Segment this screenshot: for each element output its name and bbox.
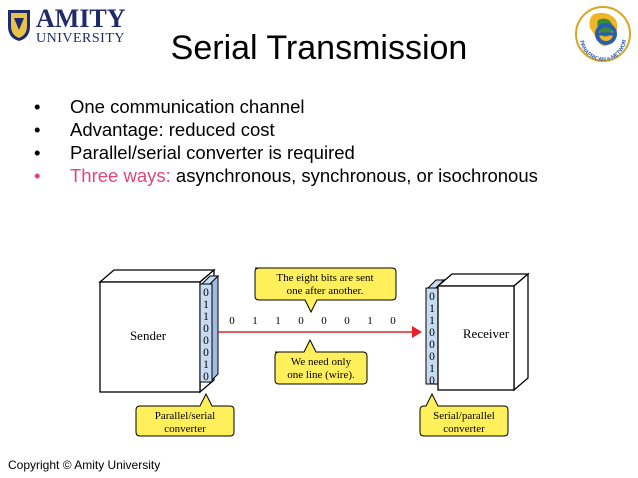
bullet-item: One communication channel xyxy=(34,96,554,118)
converter-bit: 0 xyxy=(203,335,209,347)
page-title: Serial Transmission xyxy=(170,29,468,67)
callout-bottom: We need only one line (wire). xyxy=(274,338,368,385)
svg-text:Parallel/serial: Parallel/serial xyxy=(155,410,215,422)
converter-bit: 1 xyxy=(429,363,435,375)
left-converter-label: Parallel/serial converter xyxy=(135,392,235,437)
right-converter-label: Serial/parallel converter xyxy=(419,392,509,437)
converter-bit: 0 xyxy=(429,351,435,363)
receiver-device: Receiver xyxy=(436,272,530,392)
receiver-label: Receiver xyxy=(463,326,510,341)
transmission-line: 0 1 1 0 0 0 1 0 xyxy=(218,315,422,338)
bullet-list: One communication channel Advantage: red… xyxy=(34,96,554,188)
copyright-footer: Copyright © Amity University xyxy=(8,458,161,472)
sender-device: Sender xyxy=(98,268,216,394)
line-bit: 0 xyxy=(344,315,350,327)
logo-word: AMITY xyxy=(36,4,126,33)
amity-logo: AMITY UNIVERSITY xyxy=(6,4,138,48)
line-bit: 0 xyxy=(390,315,396,327)
converter-bit: 0 xyxy=(429,339,435,351)
svg-text:The eight bits are sent: The eight bits are sent xyxy=(276,272,373,284)
svg-text:converter: converter xyxy=(164,423,206,435)
converter-bit: 0 xyxy=(203,371,209,383)
converter-bit: 1 xyxy=(203,359,209,371)
line-bit: 1 xyxy=(367,315,373,327)
amity-crest-icon xyxy=(8,10,30,41)
bullet-highlight: Three ways: xyxy=(70,165,171,186)
svg-text:Serial/parallel: Serial/parallel xyxy=(433,410,495,422)
converter-bit: 0 xyxy=(429,375,435,387)
bullet-item: Advantage: reduced cost xyxy=(34,119,554,141)
bullet-item: Three ways: asynchronous, synchronous, o… xyxy=(34,165,554,187)
line-bit: 0 xyxy=(298,315,304,327)
sender-label: Sender xyxy=(130,328,167,343)
converter-bit: 0 xyxy=(429,327,435,339)
left-converter: 0 1 1 0 0 0 1 0 xyxy=(199,274,220,384)
callout-top: The eight bits are sent one after anothe… xyxy=(254,267,397,314)
converter-bit: 1 xyxy=(203,311,209,323)
converter-bit: 1 xyxy=(203,299,209,311)
line-bit: 1 xyxy=(252,315,258,327)
converter-bit: 1 xyxy=(429,315,435,327)
line-bit: 1 xyxy=(275,315,281,327)
svg-text:one after another.: one after another. xyxy=(287,285,364,297)
bullet-item: Parallel/serial converter is required xyxy=(34,142,554,164)
converter-bit: 0 xyxy=(203,323,209,335)
logo-sub: UNIVERSITY xyxy=(36,31,125,46)
line-bit: 0 xyxy=(229,315,235,327)
panafrican-emblem-icon: PANAFRICAN e-NETWORK xyxy=(572,4,631,63)
svg-text:converter: converter xyxy=(443,423,485,435)
converter-bit: 0 xyxy=(429,291,435,303)
converter-bit: 0 xyxy=(203,287,209,299)
svg-text:We need only: We need only xyxy=(291,356,352,368)
svg-text:one line (wire).: one line (wire). xyxy=(287,369,355,381)
converter-bit: 1 xyxy=(429,303,435,315)
line-bit: 0 xyxy=(321,315,327,327)
converter-bit: 0 xyxy=(203,347,209,359)
serial-transmission-diagram: Sender 0 1 1 0 0 0 1 0 0 1 1 0 0 0 1 0 xyxy=(98,267,530,437)
